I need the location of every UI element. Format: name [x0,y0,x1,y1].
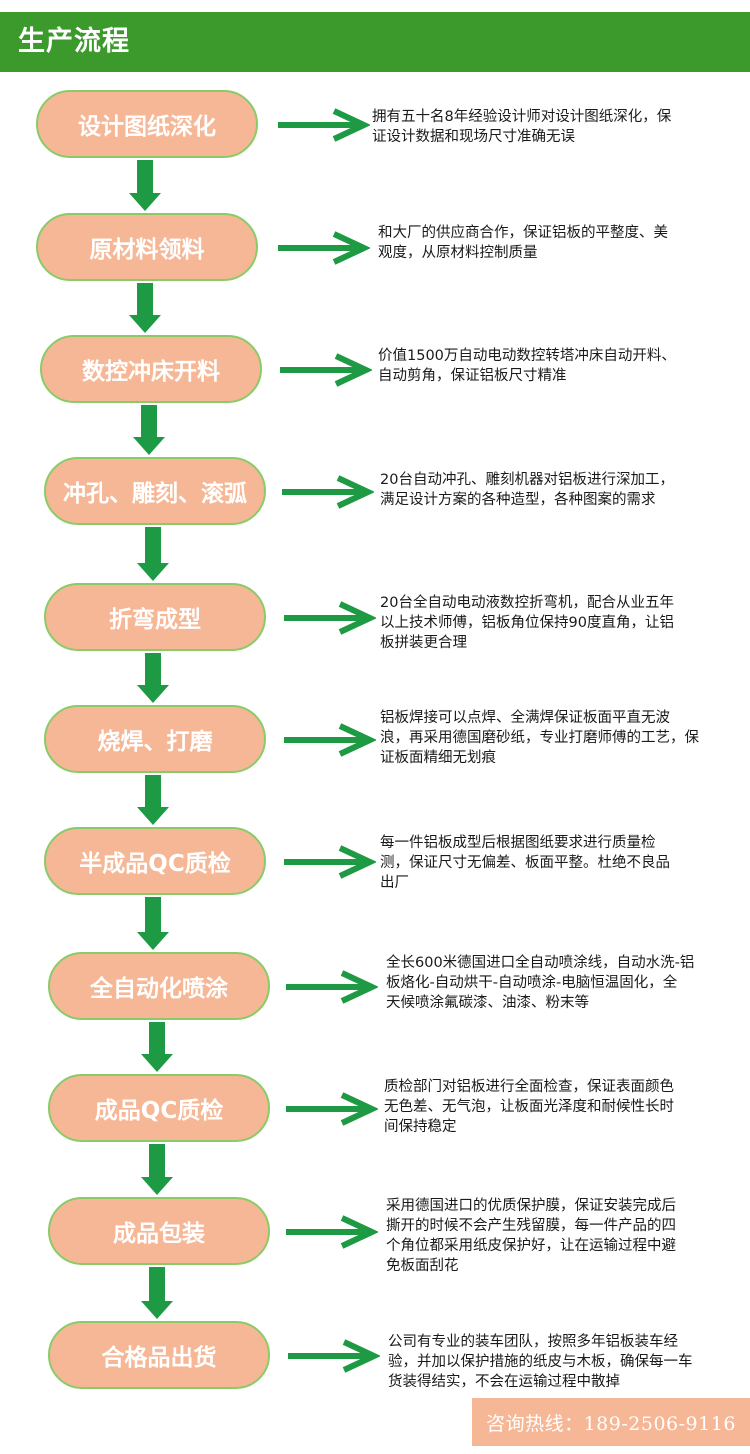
right-arrow-icon [278,108,370,142]
description-line: 满足设计方案的各种造型，各种图案的需求 [380,492,656,508]
step-label: 合格品出货 [101,1345,217,1371]
description-line: 和大厂的供应商合作，保证铝板的平整度、美 [378,225,668,241]
description-line: 拥有五十名8年经验设计师对设计图纸深化，保 [372,109,672,125]
description-line: 撕开的时候不会产生残留膜，每一件产品的四 [386,1218,676,1234]
step-label: 全自动化喷涂 [90,976,228,1002]
description-line: 观度，从原材料控制质量 [378,245,538,261]
step-pill: 全自动化喷涂 [48,952,270,1020]
step-label: 成品包装 [113,1221,205,1247]
description-line: 证板面精细无划痕 [380,750,496,766]
description-line: 全长600米德国进口全自动喷涂线，自动水洗-铝 [386,955,695,971]
down-arrow-icon [137,775,169,825]
hotline-banner: 咨询热线：189-2506-9116 [472,1398,750,1446]
step-label: 折弯成型 [109,607,201,633]
step-description: 采用德国进口的优质保护膜，保证安装完成后撕开的时候不会产生残留膜，每一件产品的四… [386,1196,676,1276]
page-title: 生产流程 [18,26,130,57]
down-arrow-icon [141,1022,173,1072]
description-line: 天候喷涂氟碳漆、油漆、粉末等 [386,995,589,1011]
right-arrow-icon [286,1092,378,1126]
step-label: 原材料领料 [89,237,205,263]
down-arrow-icon [129,283,161,333]
description-line: 铝板焊接可以点焊、全满焊保证板面平直无波 [380,710,670,726]
description-line: 价值1500万自动电动数控转塔冲床自动开料、 [378,348,676,364]
down-arrow-icon [129,160,161,211]
description-line: 20台全自动电动液数控折弯机，配合从业五年 [380,595,674,611]
description-line: 自动剪角，保证铝板尺寸精准 [378,368,567,384]
right-arrow-icon [280,353,372,387]
step-description: 拥有五十名8年经验设计师对设计图纸深化，保证设计数据和现场尺寸准确无误 [372,107,671,147]
step-label: 烧焊、打磨 [97,729,213,755]
right-arrow-icon [284,845,376,879]
step-pill: 折弯成型 [44,583,266,651]
right-arrow-icon [286,970,378,1004]
description-line: 验，并加以保护措施的纸皮与木板，确保每一车 [388,1354,693,1370]
description-line: 测，保证尺寸无偏差、板面平整。杜绝不良品 [380,855,670,871]
right-arrow-icon [288,1339,380,1373]
step-description: 20台全自动电动液数控折弯机，配合从业五年以上技术师傅，铝板角位保持90度直角，… [380,593,674,653]
step-pill: 数控冲床开料 [40,335,262,403]
down-arrow-icon [133,405,165,455]
step-description: 全长600米德国进口全自动喷涂线，自动水洗-铝板烙化-自动烘干-自动喷涂-电脑恒… [386,953,694,1013]
step-description: 和大厂的供应商合作，保证铝板的平整度、美观度，从原材料控制质量 [378,223,668,263]
step-description: 价值1500万自动电动数控转塔冲床自动开料、自动剪角，保证铝板尺寸精准 [378,346,676,386]
description-line: 货装得结实，不会在运输过程中散掉 [388,1374,620,1390]
step-label: 设计图纸深化 [78,114,216,140]
description-line: 个角位都采用纸皮保护好，让在运输过程中避 [386,1238,676,1254]
description-line: 出厂 [380,875,409,891]
step-label: 成品QC质检 [94,1098,224,1124]
down-arrow-icon [137,897,169,950]
description-line: 板烙化-自动烘干-自动喷涂-电脑恒温固化，全 [386,975,678,991]
step-description: 公司有专业的装车团队，按照多年铝板装车经验，并加以保护措施的纸皮与木板，确保每一… [388,1332,693,1392]
down-arrow-icon [141,1144,173,1195]
down-arrow-icon [137,527,169,581]
right-arrow-icon [286,1215,378,1249]
step-pill: 设计图纸深化 [36,90,258,158]
description-line: 质检部门对铝板进行全面检查，保证表面颜色 [384,1079,674,1095]
down-arrow-icon [141,1267,173,1319]
description-line: 20台自动冲孔、雕刻机器对铝板进行深加工， [380,472,674,488]
step-pill: 成品包装 [48,1197,270,1265]
down-arrow-icon [137,653,169,703]
right-arrow-icon [278,231,370,265]
step-pill: 成品QC质检 [48,1074,270,1142]
step-label: 数控冲床开料 [82,359,220,385]
step-pill: 冲孔、雕刻、滚弧 [44,457,266,525]
description-line: 板拼装更合理 [380,635,467,651]
step-pill: 烧焊、打磨 [44,705,266,773]
step-label: 冲孔、雕刻、滚弧 [63,481,247,507]
hotline-text: 咨询热线：189-2506-9116 [486,1412,736,1435]
description-line: 间保持稳定 [384,1119,457,1135]
description-line: 证设计数据和现场尺寸准确无误 [372,129,575,145]
step-description: 铝板焊接可以点焊、全满焊保证板面平直无波浪，再采用德国磨砂纸，专业打磨师傅的工艺… [380,708,699,768]
description-line: 采用德国进口的优质保护膜，保证安装完成后 [386,1198,676,1214]
right-arrow-icon [282,475,374,509]
description-line: 浪，再采用德国磨砂纸，专业打磨师傅的工艺，保 [380,730,699,746]
step-pill: 半成品QC质检 [44,827,266,895]
header-bar: 生产流程 [0,12,750,72]
right-arrow-icon [284,601,376,635]
step-label: 半成品QC质检 [79,851,231,877]
step-pill: 原材料领料 [36,213,258,281]
description-line: 以上技术师傅，铝板角位保持90度直角，让铝 [380,615,674,631]
step-description: 质检部门对铝板进行全面检查，保证表面颜色无色差、无气泡，让板面光泽度和耐候性长时… [384,1077,674,1137]
description-line: 无色差、无气泡，让板面光泽度和耐候性长时 [384,1099,674,1115]
description-line: 每一件铝板成型后根据图纸要求进行质量检 [380,835,656,851]
description-line: 公司有专业的装车团队，按照多年铝板装车经 [388,1334,678,1350]
step-description: 20台自动冲孔、雕刻机器对铝板进行深加工， 满足设计方案的各种造型，各种图案的需求 [380,470,674,510]
description-line: 免板面刮花 [386,1258,459,1274]
step-description: 每一件铝板成型后根据图纸要求进行质量检测，保证尺寸无偏差、板面平整。杜绝不良品出… [380,833,670,893]
step-pill: 合格品出货 [48,1321,270,1389]
right-arrow-icon [284,723,376,757]
